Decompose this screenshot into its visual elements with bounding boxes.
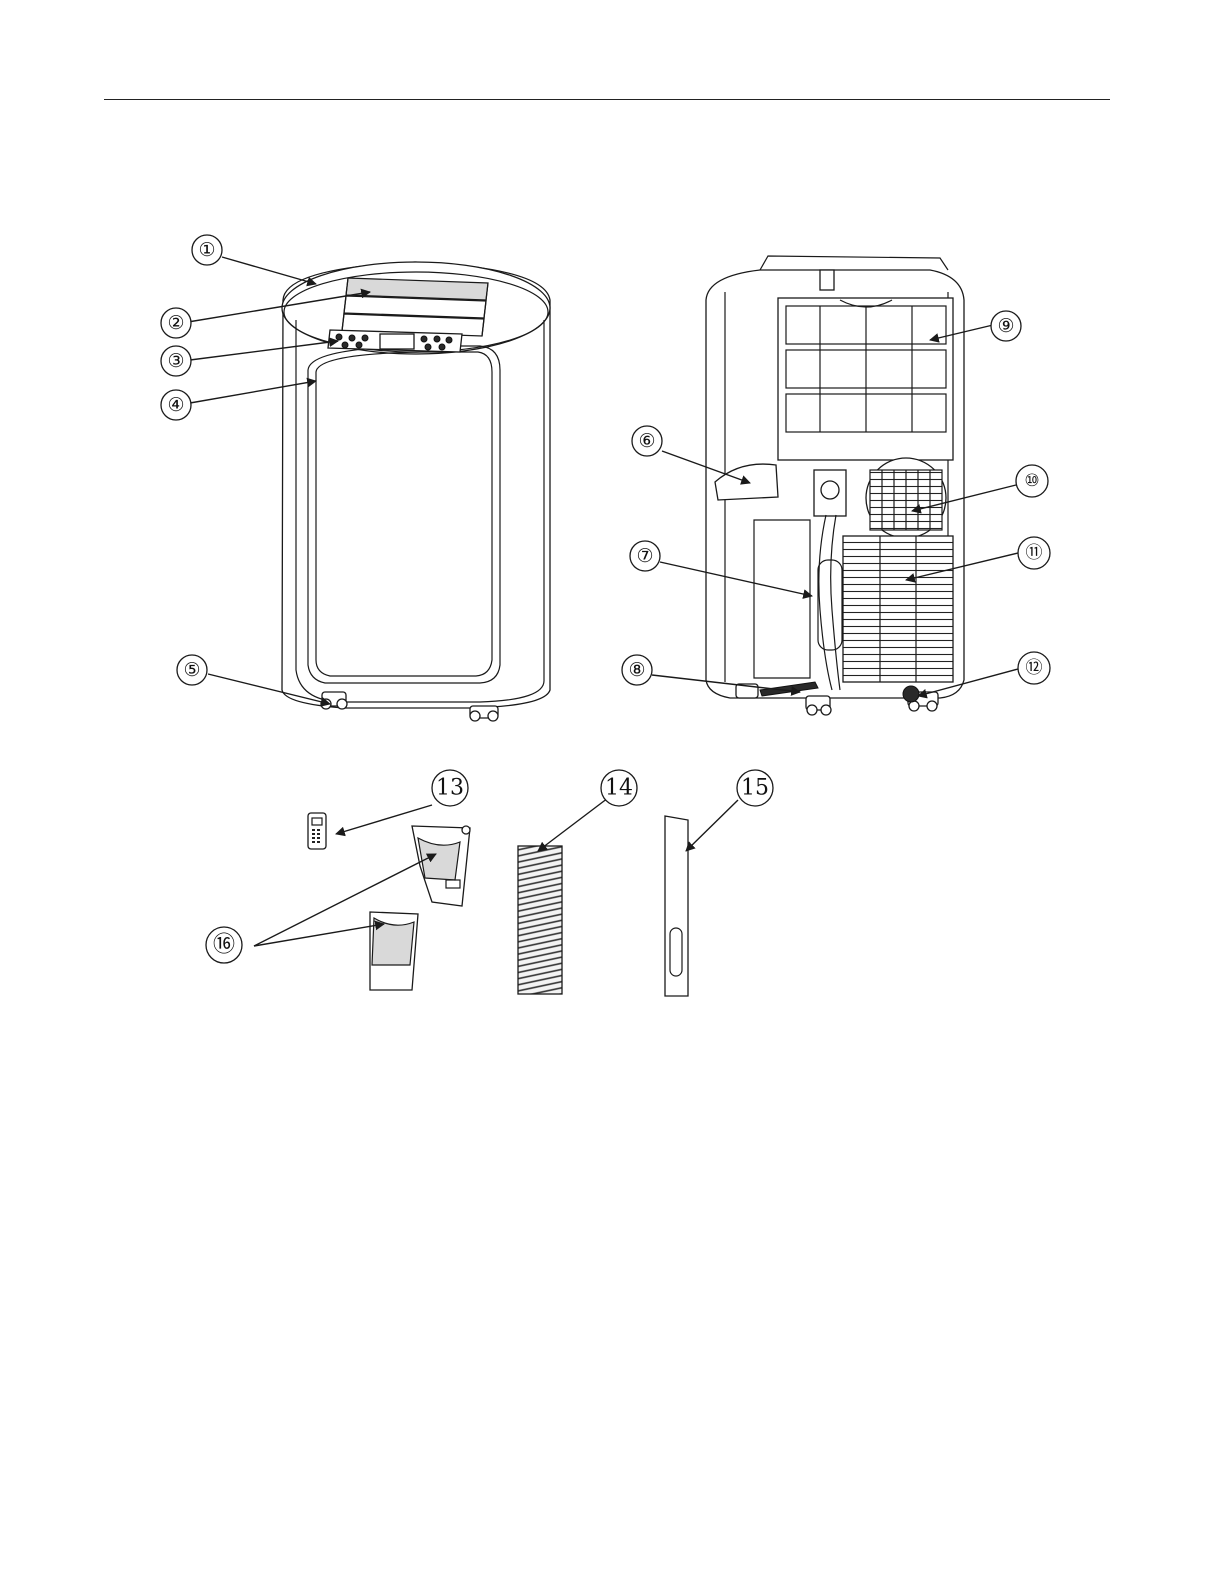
callout-6: ⑥: [632, 426, 662, 456]
upper-air-filter-grille: [778, 298, 953, 460]
callout-7-label: ⑦: [636, 545, 653, 567]
callout-9: ⑨: [991, 311, 1021, 341]
callout-9-label: ⑨: [997, 315, 1014, 337]
callout-5-label: ⑤: [183, 659, 200, 681]
window-adapter-illustration: [370, 826, 470, 990]
callout-13-label: 13: [436, 776, 464, 801]
callout-6-label: ⑥: [638, 430, 655, 452]
back-unit-illustration: [706, 256, 964, 715]
callout-1-label: ①: [198, 239, 215, 261]
callout-2: ②: [161, 308, 191, 338]
callout-3: ③: [161, 346, 191, 376]
callout-10-label: ⑩: [1024, 471, 1039, 491]
control-panel: [328, 330, 462, 352]
callout-14-label: 14: [605, 776, 633, 801]
callout-11-label: ⑪: [1026, 543, 1043, 563]
callout-3-label: ③: [167, 350, 184, 372]
callout-15-label: 15: [741, 776, 769, 801]
callout-11: ⑪: [1018, 537, 1050, 569]
callout-1: ①: [192, 235, 222, 265]
callout-13: 13: [432, 770, 468, 806]
air-outlet-louvre: [342, 278, 488, 336]
callout-12-label: ⑫: [1026, 658, 1043, 678]
callout-12: ⑫: [1018, 652, 1050, 684]
callout-10: ⑩: [1016, 465, 1048, 497]
lower-air-filter-grille: [843, 536, 953, 682]
callout-5: ⑤: [177, 655, 207, 685]
callout-16-label: ⑯: [213, 933, 235, 958]
callout-2-label: ②: [167, 312, 184, 334]
front-unit-illustration: [282, 262, 550, 721]
callout-4-label: ④: [167, 394, 184, 416]
callout-8-label: ⑧: [628, 659, 645, 681]
callout-16: ⑯: [206, 927, 242, 963]
exhaust-outlet: [866, 458, 946, 538]
callout-4: ④: [161, 390, 191, 420]
callout-14: 14: [601, 770, 637, 806]
callout-8: ⑧: [622, 655, 652, 685]
callout-15: 15: [737, 770, 773, 806]
callout-7: ⑦: [630, 541, 660, 571]
remote-control-illustration: [308, 813, 326, 849]
window-slider-kit-illustration: [665, 816, 688, 996]
exhaust-hose-illustration: [518, 846, 562, 994]
